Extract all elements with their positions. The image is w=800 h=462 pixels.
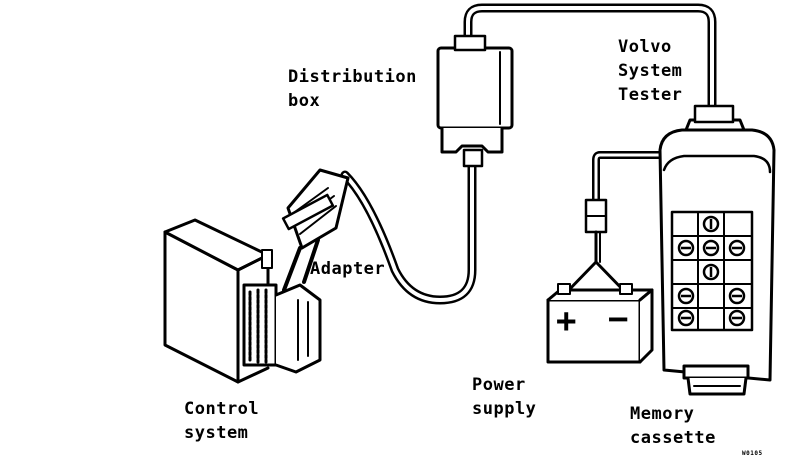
label-control-line2: system: [184, 423, 249, 443]
label-tester-line2: System: [618, 61, 683, 81]
label-control-line1: Control: [184, 399, 260, 419]
figure-code: W0105: [742, 450, 763, 457]
battery-negative-terminal: −: [608, 299, 629, 339]
label-power-line2: supply: [472, 399, 537, 419]
battery: [546, 283, 654, 364]
memory-cassette: [682, 364, 750, 396]
label-power-line1: Power: [472, 375, 526, 395]
power-lead: [592, 151, 664, 204]
label-tester-line1: Volvo: [618, 37, 672, 57]
label-distribution-line2: box: [288, 91, 321, 111]
label-tester-line3: Tester: [618, 85, 683, 105]
label-memory-line1: Memory: [630, 404, 695, 424]
label-distribution-line1: Distribution: [288, 67, 417, 87]
label-memory-line2: cassette: [630, 428, 716, 448]
label-adapter: Adapter: [310, 259, 386, 279]
battery-positive-terminal: +: [556, 301, 577, 341]
adapter: [281, 168, 350, 292]
